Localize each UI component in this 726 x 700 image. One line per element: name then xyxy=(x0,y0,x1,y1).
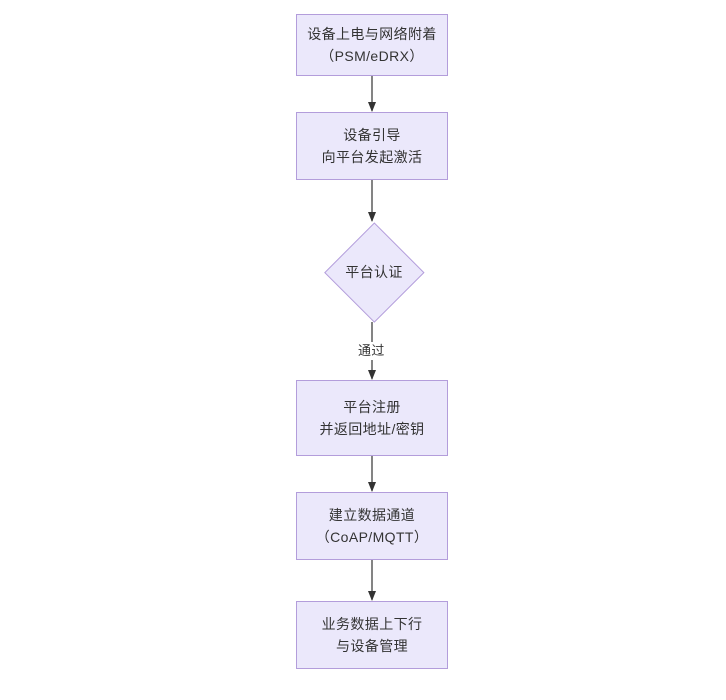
flow-node-platform-register: 平台注册 并返回地址/密钥 xyxy=(296,380,448,456)
flow-node-line: 与设备管理 xyxy=(336,638,408,654)
flow-node-line: 建立数据通道 xyxy=(328,507,416,523)
flow-node-line: 向平台发起激活 xyxy=(321,149,423,165)
flow-node-platform-auth-decision: 平台认证 xyxy=(324,222,424,322)
flow-node-line: （PSM/eDRX） xyxy=(320,48,424,64)
flow-node-device-bootstrap: 设备引导 向平台发起激活 xyxy=(296,112,448,180)
flow-node-line: 并返回地址/密钥 xyxy=(319,421,425,437)
flow-node-line: 平台认证 xyxy=(345,264,403,280)
flow-node-device-power-on: 设备上电与网络附着 （PSM/eDRX） xyxy=(296,14,448,76)
flow-node-line: 设备引导 xyxy=(343,127,401,143)
flow-node-line: 业务数据上下行 xyxy=(321,616,423,632)
edge-label-pass: 通过 xyxy=(356,342,387,360)
flow-node-business-data-and-device-management: 业务数据上下行 与设备管理 xyxy=(296,601,448,669)
flow-node-line: 设备上电与网络附着 xyxy=(307,26,437,42)
flow-node-line: （CoAP/MQTT） xyxy=(315,529,429,545)
flow-node-line: 平台注册 xyxy=(343,399,401,415)
flow-node-establish-data-channel: 建立数据通道 （CoAP/MQTT） xyxy=(296,492,448,560)
